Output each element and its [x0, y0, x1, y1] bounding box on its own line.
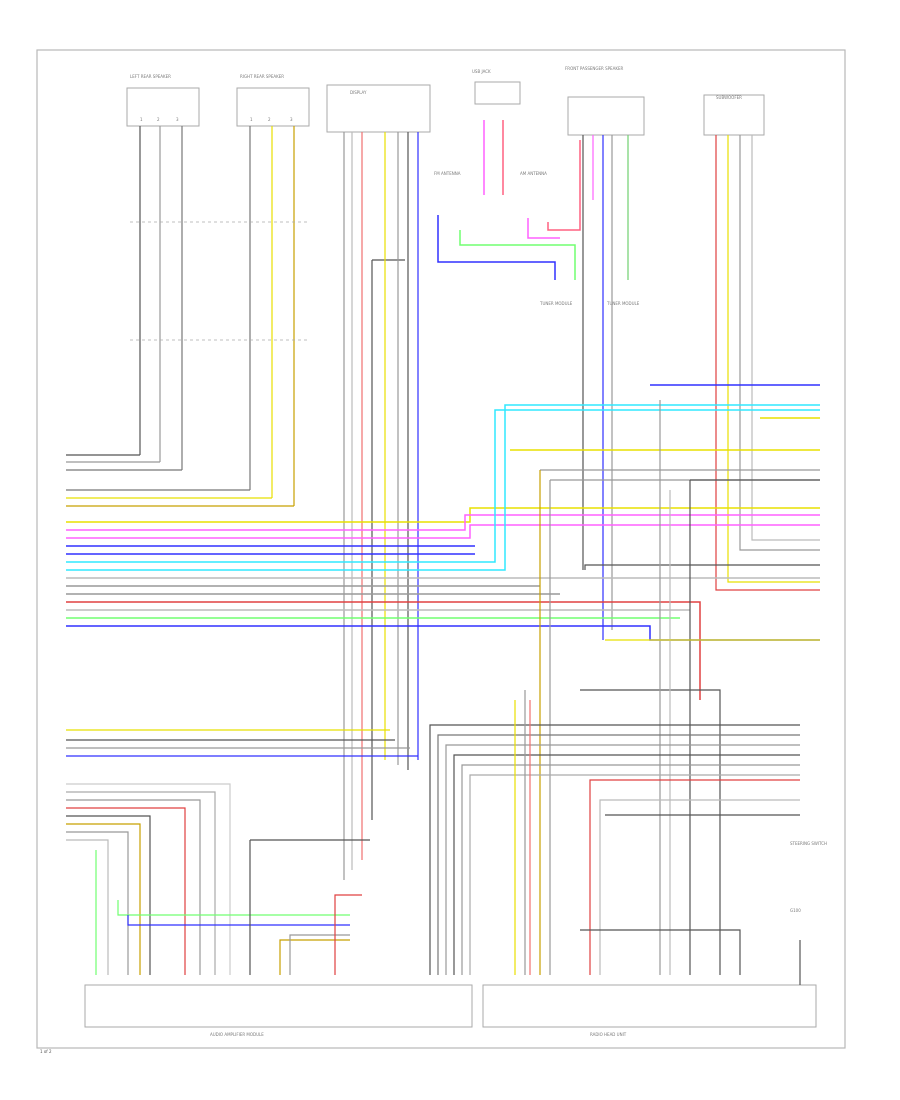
svg-text:3: 3 [176, 117, 179, 122]
right-rear-speaker-wires [66, 126, 295, 507]
svg-text:2: 2 [157, 117, 160, 122]
svg-text:3: 3 [290, 117, 293, 122]
left-rear-speaker-label: LEFT REAR SPEAKER [130, 74, 171, 79]
right-side-wires [539, 400, 820, 975]
audio-amp-module-label: AUDIO AMPLIFIER MODULE [210, 1032, 264, 1037]
fm-antenna-label: FM ANTENNA [434, 171, 461, 176]
subwoofer-label: SUBWOOFER [716, 95, 742, 100]
ground-symbol: G100 [790, 908, 801, 913]
svg-text:1: 1 [140, 117, 143, 122]
radio-head-unit: RADIO HEAD UNIT [482, 984, 817, 1037]
display-wires [343, 132, 419, 880]
right-rear-speaker: RIGHT REAR SPEAKER 1 2 3 [236, 74, 310, 127]
steering-switch-label: STEERING SWITCH [790, 841, 827, 846]
diagram-frame [36, 49, 846, 1049]
lower-right-harness [429, 690, 800, 975]
tuner-module-label-left: TUNER MODULE [539, 301, 573, 306]
page-number-text: 1 of 2 [40, 1049, 52, 1054]
svg-text:2: 2 [268, 117, 271, 122]
am-antenna-label: AM ANTENNA [520, 171, 547, 176]
steering-switch: STEERING SWITCH [790, 841, 827, 985]
right-rear-speaker-label: RIGHT REAR SPEAKER [240, 74, 284, 79]
display-module-label: DISPLAY [350, 90, 367, 95]
shield-dashes [130, 221, 310, 341]
subwoofer-wires [715, 135, 820, 591]
left-rear-speaker: LEFT REAR SPEAKER 1 2 3 [126, 74, 200, 127]
front-passenger-speaker: FRONT PASSENGER SPEAKER [565, 66, 645, 136]
usb-jack-label: USB JACK [472, 69, 491, 74]
antenna-wires [437, 120, 581, 280]
radio-head-unit-label: RADIO HEAD UNIT [590, 1032, 627, 1037]
am-antenna: AM ANTENNA [520, 171, 547, 176]
ground-label: G100 [790, 908, 801, 913]
tuner-module-labels: TUNER MODULE TUNER MODULE [539, 301, 640, 306]
usb-jack: USB JACK [472, 69, 521, 105]
front-passenger-speaker-label: FRONT PASSENGER SPEAKER [565, 66, 623, 71]
subwoofer: SUBWOOFER [703, 94, 765, 136]
passenger-speaker-wires [582, 135, 629, 640]
left-rear-speaker-wires [66, 126, 183, 471]
svg-text:1: 1 [250, 117, 253, 122]
horizontal-harness [66, 384, 820, 700]
audio-amp-module: AUDIO AMPLIFIER MODULE [84, 984, 473, 1037]
fm-antenna: FM ANTENNA [434, 171, 461, 176]
tuner-module-label-right: TUNER MODULE [606, 301, 640, 306]
display-module: DISPLAY [326, 84, 431, 133]
lower-left-harness [66, 729, 418, 975]
